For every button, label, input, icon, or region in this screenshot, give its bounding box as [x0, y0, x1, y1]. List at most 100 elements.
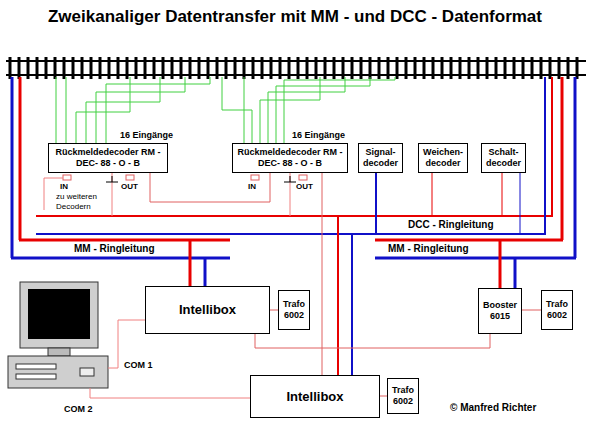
sleeper	[414, 57, 417, 79]
decoder-drop	[432, 168, 433, 216]
sleeper	[486, 57, 489, 79]
box-label: Trafo 6002	[392, 385, 414, 407]
sleeper	[270, 57, 273, 79]
sleeper	[252, 57, 255, 79]
sleeper	[378, 57, 381, 79]
sleeper	[225, 57, 228, 79]
box-label: Intellibox	[179, 302, 236, 318]
diagram-label: IN	[248, 182, 256, 192]
device-box: Rückmeldedecoder RM - DEC- 88 - O - B	[48, 143, 168, 173]
diagram-label: © Manfred Richter	[450, 402, 536, 414]
dcc-feeder	[544, 77, 546, 234]
feedback-wire	[106, 77, 210, 144]
plug-pin	[251, 175, 259, 180]
sleeper	[288, 57, 291, 79]
rail	[6, 60, 586, 62]
power-drop	[351, 234, 353, 376]
sleeper	[36, 57, 39, 79]
device-box: Trafo 6002	[541, 290, 573, 330]
device-box: Weichen- decoder	[418, 143, 468, 173]
signal-wire	[255, 334, 490, 348]
sleeper	[126, 57, 129, 79]
power-drop	[337, 216, 339, 376]
power-drop	[514, 258, 517, 289]
sleeper	[324, 57, 327, 79]
sleeper	[450, 57, 453, 79]
mm-ring	[375, 257, 576, 260]
device-box: Intellibox	[250, 375, 380, 418]
sleeper	[198, 57, 201, 79]
sleeper	[108, 57, 111, 79]
sleeper	[342, 57, 345, 79]
mm-feeder	[19, 77, 22, 240]
feedback-wire	[222, 77, 252, 144]
sleeper	[432, 57, 435, 79]
sleeper	[18, 57, 21, 79]
feedback-wire	[268, 77, 345, 144]
monitor	[20, 282, 98, 348]
sleeper	[54, 57, 57, 79]
sleeper	[558, 57, 561, 79]
sleeper	[513, 57, 516, 79]
sleeper	[297, 57, 300, 79]
sleeper	[549, 57, 552, 79]
sleeper	[423, 57, 426, 79]
sleeper	[27, 57, 30, 79]
plug-pin	[299, 175, 307, 180]
diagram-label: IN	[60, 182, 68, 192]
sleeper	[144, 57, 147, 79]
diagram-label: OUT	[296, 182, 313, 192]
decoder-drop	[375, 168, 377, 234]
signal-wire	[522, 310, 541, 311]
diagram-label: zu weiteren Decodern	[56, 192, 106, 211]
box-label: Schalt- decoder	[486, 147, 521, 169]
signal-wire	[380, 396, 387, 397]
box-label: Rückmeldedecoder RM - DEC- 88 - O - B	[237, 147, 343, 169]
feedback-wires	[56, 77, 395, 144]
sleeper	[306, 57, 309, 79]
mm-feeder	[11, 77, 14, 258]
monitor-stand	[48, 348, 70, 356]
sleeper	[180, 57, 183, 79]
computer	[8, 282, 108, 388]
sleeper	[468, 57, 471, 79]
sleeper	[243, 57, 246, 79]
box-label: Trafo 6002	[283, 299, 305, 321]
signal-wire	[270, 310, 278, 311]
dcc-ring	[36, 215, 553, 217]
sleeper	[576, 57, 579, 79]
sleeper	[189, 57, 192, 79]
diagram-label: COM 1	[124, 360, 153, 371]
sleeper	[90, 57, 93, 79]
sleeper	[63, 57, 66, 79]
diagram-title: Zweikanaliger Datentransfer mit MM - und…	[0, 7, 590, 27]
box-label: Intellibox	[286, 389, 343, 405]
sleeper	[360, 57, 363, 79]
plug-pin	[63, 175, 71, 180]
device-box: Trafo 6002	[387, 378, 419, 414]
feedback-wire	[276, 77, 370, 144]
screen	[28, 289, 90, 339]
box-label: Weichen- decoder	[423, 147, 463, 169]
sleeper	[81, 57, 84, 79]
sleeper	[234, 57, 237, 79]
device-box: Schalt- decoder	[481, 143, 526, 173]
sleeper	[333, 57, 336, 79]
drive-slot	[16, 364, 56, 369]
sleeper	[351, 57, 354, 79]
sleeper	[477, 57, 480, 79]
sleeper	[396, 57, 399, 79]
box-label: Trafo 6002	[546, 299, 568, 321]
diagram-label: MM - Ringleitung	[72, 243, 157, 255]
sleeper	[567, 57, 570, 79]
sleeper	[9, 57, 12, 79]
sleeper	[72, 57, 75, 79]
sleeper	[369, 57, 372, 79]
power-drop	[499, 240, 502, 289]
sleeper	[387, 57, 390, 79]
signal-wire	[150, 173, 270, 202]
sleeper	[279, 57, 282, 79]
sleeper	[171, 57, 174, 79]
